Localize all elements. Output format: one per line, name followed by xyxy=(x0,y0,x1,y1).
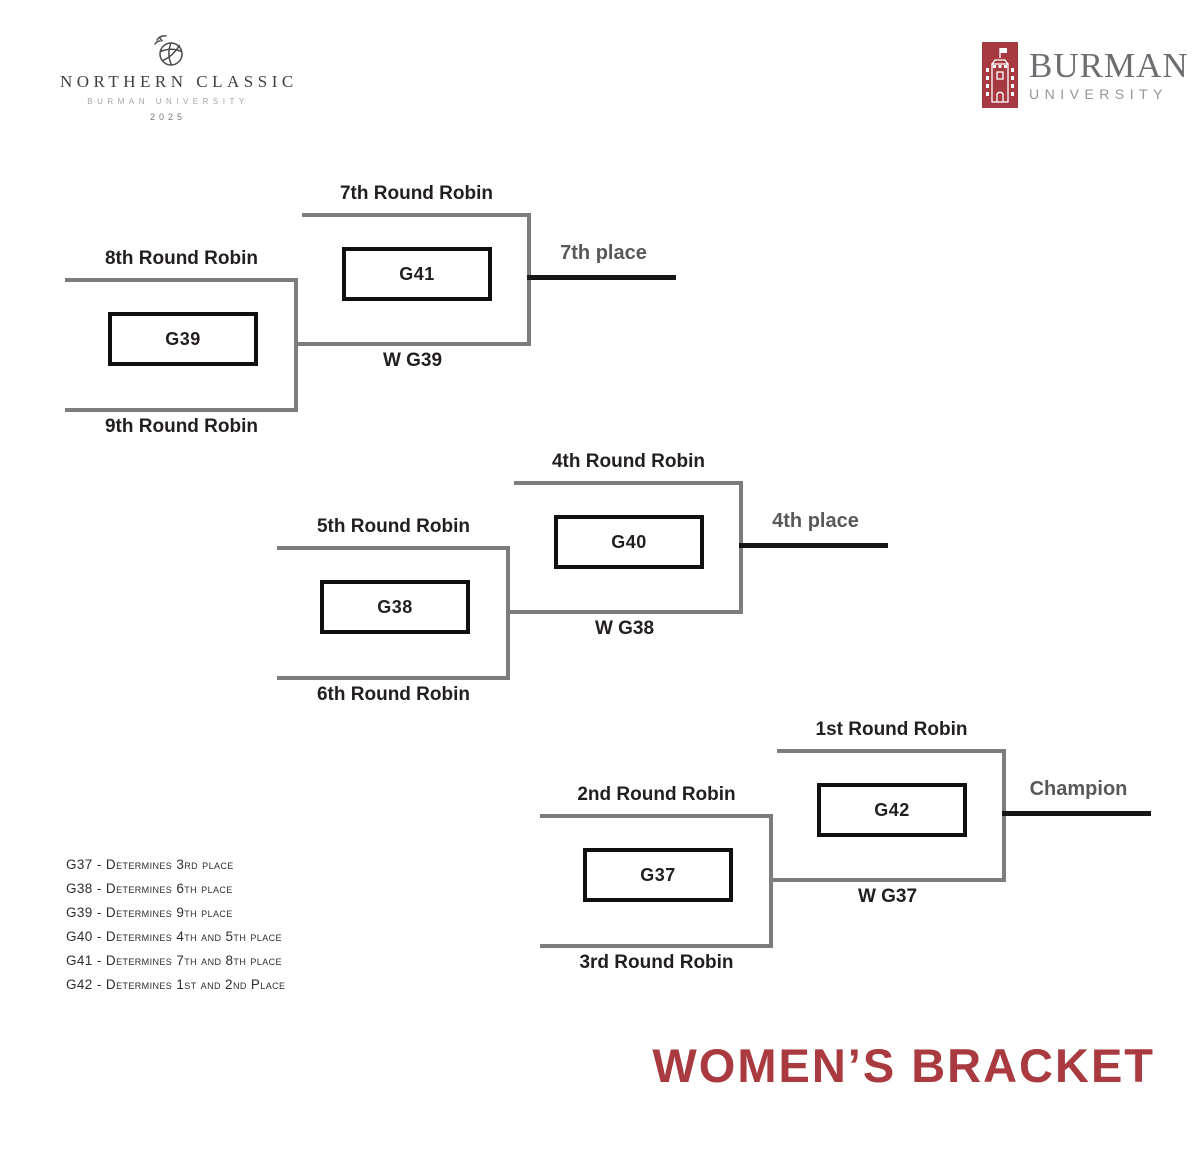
seed-line-top xyxy=(277,546,510,550)
final-line-top xyxy=(777,749,1006,753)
event-logo: NORTHERN CLASSIC BURMAN UNIVERSITY 2025 xyxy=(60,30,298,122)
event-title: NORTHERN CLASSIC xyxy=(60,72,298,91)
final-label-top: 1st Round Robin xyxy=(815,719,968,740)
final-line-top xyxy=(302,213,531,217)
university-logo: BURMAN UNIVERSITY xyxy=(982,42,1189,108)
winner-line xyxy=(1002,811,1151,816)
university-subname: UNIVERSITY xyxy=(1029,86,1169,102)
legend-item: G41 - Determines 7th and 8th place xyxy=(66,953,282,968)
seed-label-top: 2nd Round Robin xyxy=(577,784,736,805)
seed-label-bottom: 3rd Round Robin xyxy=(579,952,734,973)
event-year: 2025 xyxy=(149,112,187,122)
seed-label-bottom: 9th Round Robin xyxy=(104,416,259,437)
legend-item: G38 - Determines 6th place xyxy=(66,881,233,896)
bracket-places-1-3: 2nd Round Robin 3rd Round Robin G37 1st … xyxy=(540,719,1160,996)
final-label-bottom: W G37 xyxy=(857,886,918,907)
seed-line-top xyxy=(540,814,773,818)
legend-item: G40 - Determines 4th and 5th place xyxy=(66,929,282,944)
volleyball-icon xyxy=(154,35,183,66)
seed-label-bottom: 6th Round Robin xyxy=(316,684,471,705)
page-title: WOMEN’S BRACKET xyxy=(652,1039,1155,1092)
game-label: G40 xyxy=(611,531,647,552)
seed-line-bottom xyxy=(65,408,298,412)
seed-line-top xyxy=(65,278,298,282)
university-name: BURMAN xyxy=(1029,46,1189,85)
game-box-semifinal: G38 xyxy=(320,580,470,634)
game-box-semifinal: G37 xyxy=(583,848,733,902)
final-line-bottom xyxy=(506,610,743,614)
legend-item: G39 - Determines 9th place xyxy=(66,905,233,920)
event-subtitle: BURMAN UNIVERSITY xyxy=(87,97,249,106)
result-label: 7th place xyxy=(560,242,647,264)
winner-line xyxy=(739,543,888,548)
final-line-bottom xyxy=(769,878,1006,882)
seed-label-top: 5th Round Robin xyxy=(316,516,471,537)
university-logo-text: BURMAN UNIVERSITY xyxy=(1029,46,1189,103)
legend-item: G37 - Determines 3rd place xyxy=(66,857,234,872)
final-label-bottom: W G39 xyxy=(382,350,443,371)
winner-line xyxy=(527,275,676,280)
game-label: G41 xyxy=(399,263,435,284)
game-label: G37 xyxy=(640,864,676,885)
seed-line-bottom xyxy=(540,944,773,948)
final-line-top xyxy=(514,481,743,485)
legend-item: G42 - Determines 1st and 2nd Place xyxy=(66,977,286,992)
final-line-bottom xyxy=(294,342,531,346)
game-label: G38 xyxy=(377,596,413,617)
final-label-top: 7th Round Robin xyxy=(339,183,494,204)
final-label-bottom: W G38 xyxy=(594,618,655,639)
legend: G37 - Determines 3rd place G38 - Determi… xyxy=(66,853,285,997)
final-label-top: 4th Round Robin xyxy=(551,451,706,472)
game-box-final: G40 xyxy=(554,515,704,569)
bracket-places-7-9: 8th Round Robin 9th Round Robin G39 7th … xyxy=(65,183,685,460)
game-box-final: G42 xyxy=(817,783,967,837)
bracket-places-4-6: 5th Round Robin 6th Round Robin G38 4th … xyxy=(277,451,897,728)
game-label: G39 xyxy=(165,328,201,349)
result-label: 4th place xyxy=(772,510,859,532)
game-box-final: G41 xyxy=(342,247,492,301)
seed-line-bottom xyxy=(277,676,510,680)
game-box-semifinal: G39 xyxy=(108,312,258,366)
castle-shield-icon xyxy=(982,42,1018,108)
seed-label-top: 8th Round Robin xyxy=(104,248,259,269)
result-label: Champion xyxy=(1029,778,1128,800)
game-label: G42 xyxy=(874,799,910,820)
